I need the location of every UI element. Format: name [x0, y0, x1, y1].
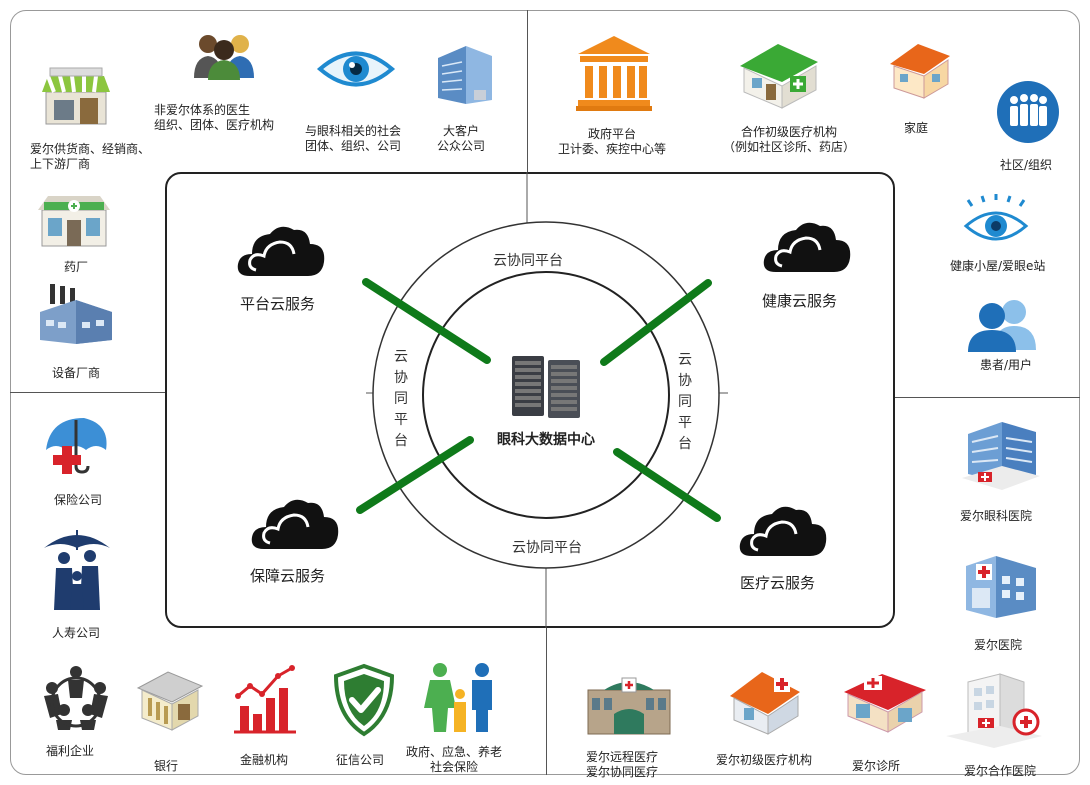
- clinic-icon: [844, 674, 926, 733]
- welfare-label: 福利企业: [46, 744, 95, 758]
- server-rack-icon: [512, 356, 580, 418]
- insurance-umbrella-icon: [46, 418, 107, 474]
- bank-label: 银行: [154, 759, 179, 773]
- credit-label: 征信公司: [336, 753, 385, 767]
- primary-care-label: 爱尔初级医疗机构: [716, 753, 813, 767]
- health-hut-label: 健康小屋/爱眼e站: [950, 259, 1046, 273]
- welfare-icon: [44, 666, 108, 730]
- remote-medical-label: 爱尔远程医疗爱尔协同医疗: [586, 750, 659, 779]
- social-insurance-label: 政府、应急、养老社会保险: [406, 745, 503, 774]
- partner-clinic-label: 合作初级医疗机构（例如社区诊所、药店）: [723, 125, 856, 154]
- eye-hospital-label: 爱尔眼科医院: [960, 509, 1033, 523]
- connector-tr: [600, 279, 712, 366]
- ring-label-left: 云协同平台: [394, 349, 408, 449]
- center-label: 眼科大数据中心: [497, 432, 595, 448]
- cloud-label-platform: 平台云服务: [240, 295, 316, 313]
- life-insurance-label: 人寿公司: [52, 626, 101, 640]
- patient-label: 患者/用户: [980, 358, 1033, 372]
- connector-bl: [356, 436, 474, 514]
- divider-top: [527, 10, 528, 172]
- credit-shield-icon: [333, 663, 395, 737]
- ring-label-top: 云协同平台: [493, 253, 563, 269]
- bank-icon: [136, 671, 204, 731]
- cloud-icon-platform: [237, 226, 325, 276]
- doctor-orgs-label: 非爱尔体系的医生组织、团体、医疗机构: [154, 103, 275, 132]
- eye-hospital-icon: [962, 422, 1040, 490]
- supplier-label: 爱尔供货商、经销商、上下游厂商: [30, 142, 151, 171]
- cloud-icon-medical: [739, 506, 827, 556]
- divider-left: [10, 392, 165, 393]
- clinic-label: 爱尔诊所: [852, 759, 901, 773]
- connector-tl: [362, 278, 491, 364]
- life-insurance-icon: [44, 530, 110, 610]
- doctors-icon: [194, 35, 254, 80]
- eye-society-label: 与眼科相关的社会团体、组织、公司: [305, 124, 402, 153]
- government-icon: [576, 36, 652, 111]
- equipment-label: 设备厂商: [52, 366, 101, 380]
- divider-bottom: [546, 628, 547, 775]
- inner-ring: [422, 271, 670, 519]
- hospital-icon: [966, 556, 1036, 618]
- partner-hospital-label: 爱尔合作医院: [964, 764, 1037, 778]
- finance-label: 金融机构: [240, 753, 289, 767]
- cloud-icon-security: [251, 499, 339, 549]
- finance-chart-icon: [234, 665, 296, 734]
- factory-icon: [40, 284, 112, 344]
- ring-label-right: 云协同平台: [678, 352, 692, 452]
- shop-icon: [42, 67, 110, 125]
- ring-label-bottom: 云协同平台: [512, 540, 582, 556]
- patient-users-icon: [968, 300, 1036, 352]
- insurance-label: 保险公司: [54, 493, 103, 507]
- primary-care-icon: [730, 672, 800, 735]
- community-label: 社区/组织: [1000, 158, 1053, 172]
- cloud-icon-health: [763, 222, 851, 272]
- pharmacy-icon: [38, 196, 110, 247]
- eye-icon: [316, 51, 396, 87]
- family-house-icon: [890, 44, 950, 99]
- office-building-icon: [438, 46, 492, 104]
- cloud-label-health: 健康云服务: [762, 292, 838, 310]
- cloud-label-security: 保障云服务: [250, 567, 326, 585]
- hospital-label: 爱尔医院: [974, 638, 1023, 652]
- connector-br: [613, 448, 721, 522]
- cloud-label-medical: 医疗云服务: [740, 574, 816, 592]
- divider-right: [895, 397, 1080, 398]
- big-client-label: 大客户公众公司: [437, 124, 486, 153]
- remote-medical-icon: [587, 677, 671, 735]
- government-label: 政府平台卫计委、疾控中心等: [558, 127, 667, 156]
- health-eye-icon: [963, 194, 1029, 241]
- family-people-icon: [424, 663, 492, 732]
- pharma-label: 药厂: [64, 260, 89, 274]
- community-icon: [997, 81, 1059, 143]
- clinic-house-icon: [740, 44, 818, 109]
- family-label: 家庭: [904, 121, 929, 135]
- partner-hospital-icon: [946, 673, 1042, 748]
